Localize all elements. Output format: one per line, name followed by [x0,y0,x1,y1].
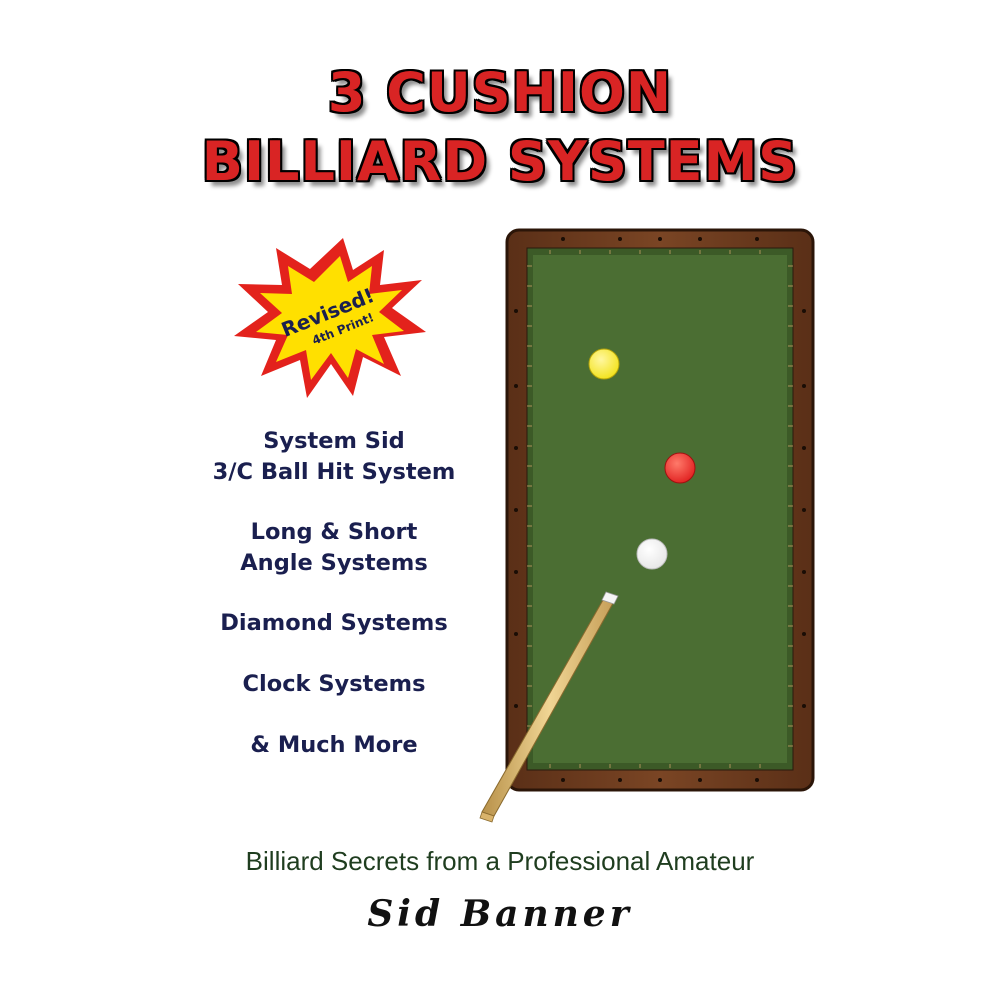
title-line-1: 3 CUSHION [327,61,673,124]
table-diamonds [514,237,806,782]
feature-line: System Sid [263,428,405,454]
cue-stick-icon [479,591,619,823]
table-ruler-ticks [527,250,793,768]
billiard-table-icon [479,228,815,823]
starburst-inner [256,256,404,380]
white-ball-icon [636,538,668,570]
title-line-2: BILLIARD SYSTEMS [201,130,799,193]
feature-line: Long & Short [250,519,418,545]
yellow-ball-icon [588,348,620,380]
author-name: Sid Banner [367,893,633,935]
table-felt [533,255,787,763]
feature-line: Diamond Systems [220,610,448,636]
feature-diamond-systems: Diamond Systems [180,608,488,639]
starburst-badge-icon: Revised! 4th Print! [234,238,426,398]
tagline: Billiard Secrets from a Professional Ama… [245,846,755,876]
red-ball-icon [664,452,696,484]
feature-much-more: & Much More [180,730,488,761]
feature-line: 3/C Ball Hit System [212,459,456,485]
feature-line: Clock Systems [242,671,426,697]
feature-line: & Much More [250,732,418,758]
feature-clock-systems: Clock Systems [180,669,488,700]
feature-angle-systems: Long & Short Angle Systems [180,517,488,579]
feature-line: Angle Systems [240,550,428,576]
feature-system-sid: System Sid 3/C Ball Hit System [180,426,488,488]
